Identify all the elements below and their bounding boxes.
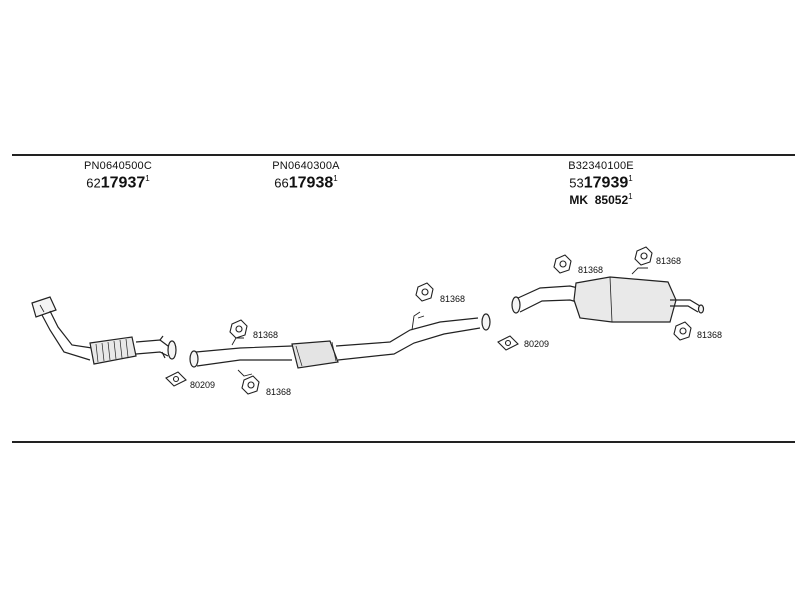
gasket-part-code: 80209 <box>190 380 215 390</box>
part-code: 53179391 <box>569 174 633 192</box>
part-number: B32340100E <box>568 160 634 172</box>
hanger-rubber-icon <box>415 282 434 302</box>
hanger-rubber-icon <box>229 319 248 339</box>
part-label-front-pipe: PN0640500C 62179371 <box>58 160 178 192</box>
hanger-part-code: 81368 <box>266 387 291 397</box>
hanger-part-code: 81368 <box>578 265 603 275</box>
hanger-part-code: 81368 <box>656 256 681 266</box>
hanger-rubber-icon <box>241 375 260 395</box>
part-code: 62179371 <box>86 174 150 192</box>
gasket-icons <box>165 335 519 387</box>
part-label-center-pipe: PN0640300A 66179381 <box>246 160 366 192</box>
top-divider <box>12 154 795 156</box>
hanger-part-code: 81368 <box>697 330 722 340</box>
part-number: PN0640500C <box>83 160 153 172</box>
part-code: 66179381 <box>274 174 338 192</box>
hanger-rubber-icon <box>553 254 572 274</box>
hanger-part-code: 81368 <box>253 330 278 340</box>
hanger-rubber-icon <box>673 321 692 341</box>
part-label-rear-muffler: B32340100E 53179391 MK 850521 <box>536 160 666 207</box>
rear-muffler <box>511 267 705 323</box>
bottom-divider <box>12 441 795 443</box>
front-pipe <box>31 296 177 365</box>
gasket-icon <box>165 371 187 387</box>
hanger-rubber-icons <box>229 246 692 395</box>
hanger-part-code: 81368 <box>440 294 465 304</box>
mounting-kit-code: MK 850521 <box>569 192 633 208</box>
gasket-part-code: 80209 <box>524 339 549 349</box>
part-number: PN0640300A <box>272 160 340 172</box>
gasket-icon <box>497 335 519 351</box>
center-pipe <box>189 311 491 377</box>
hanger-rubber-icon <box>634 246 653 266</box>
